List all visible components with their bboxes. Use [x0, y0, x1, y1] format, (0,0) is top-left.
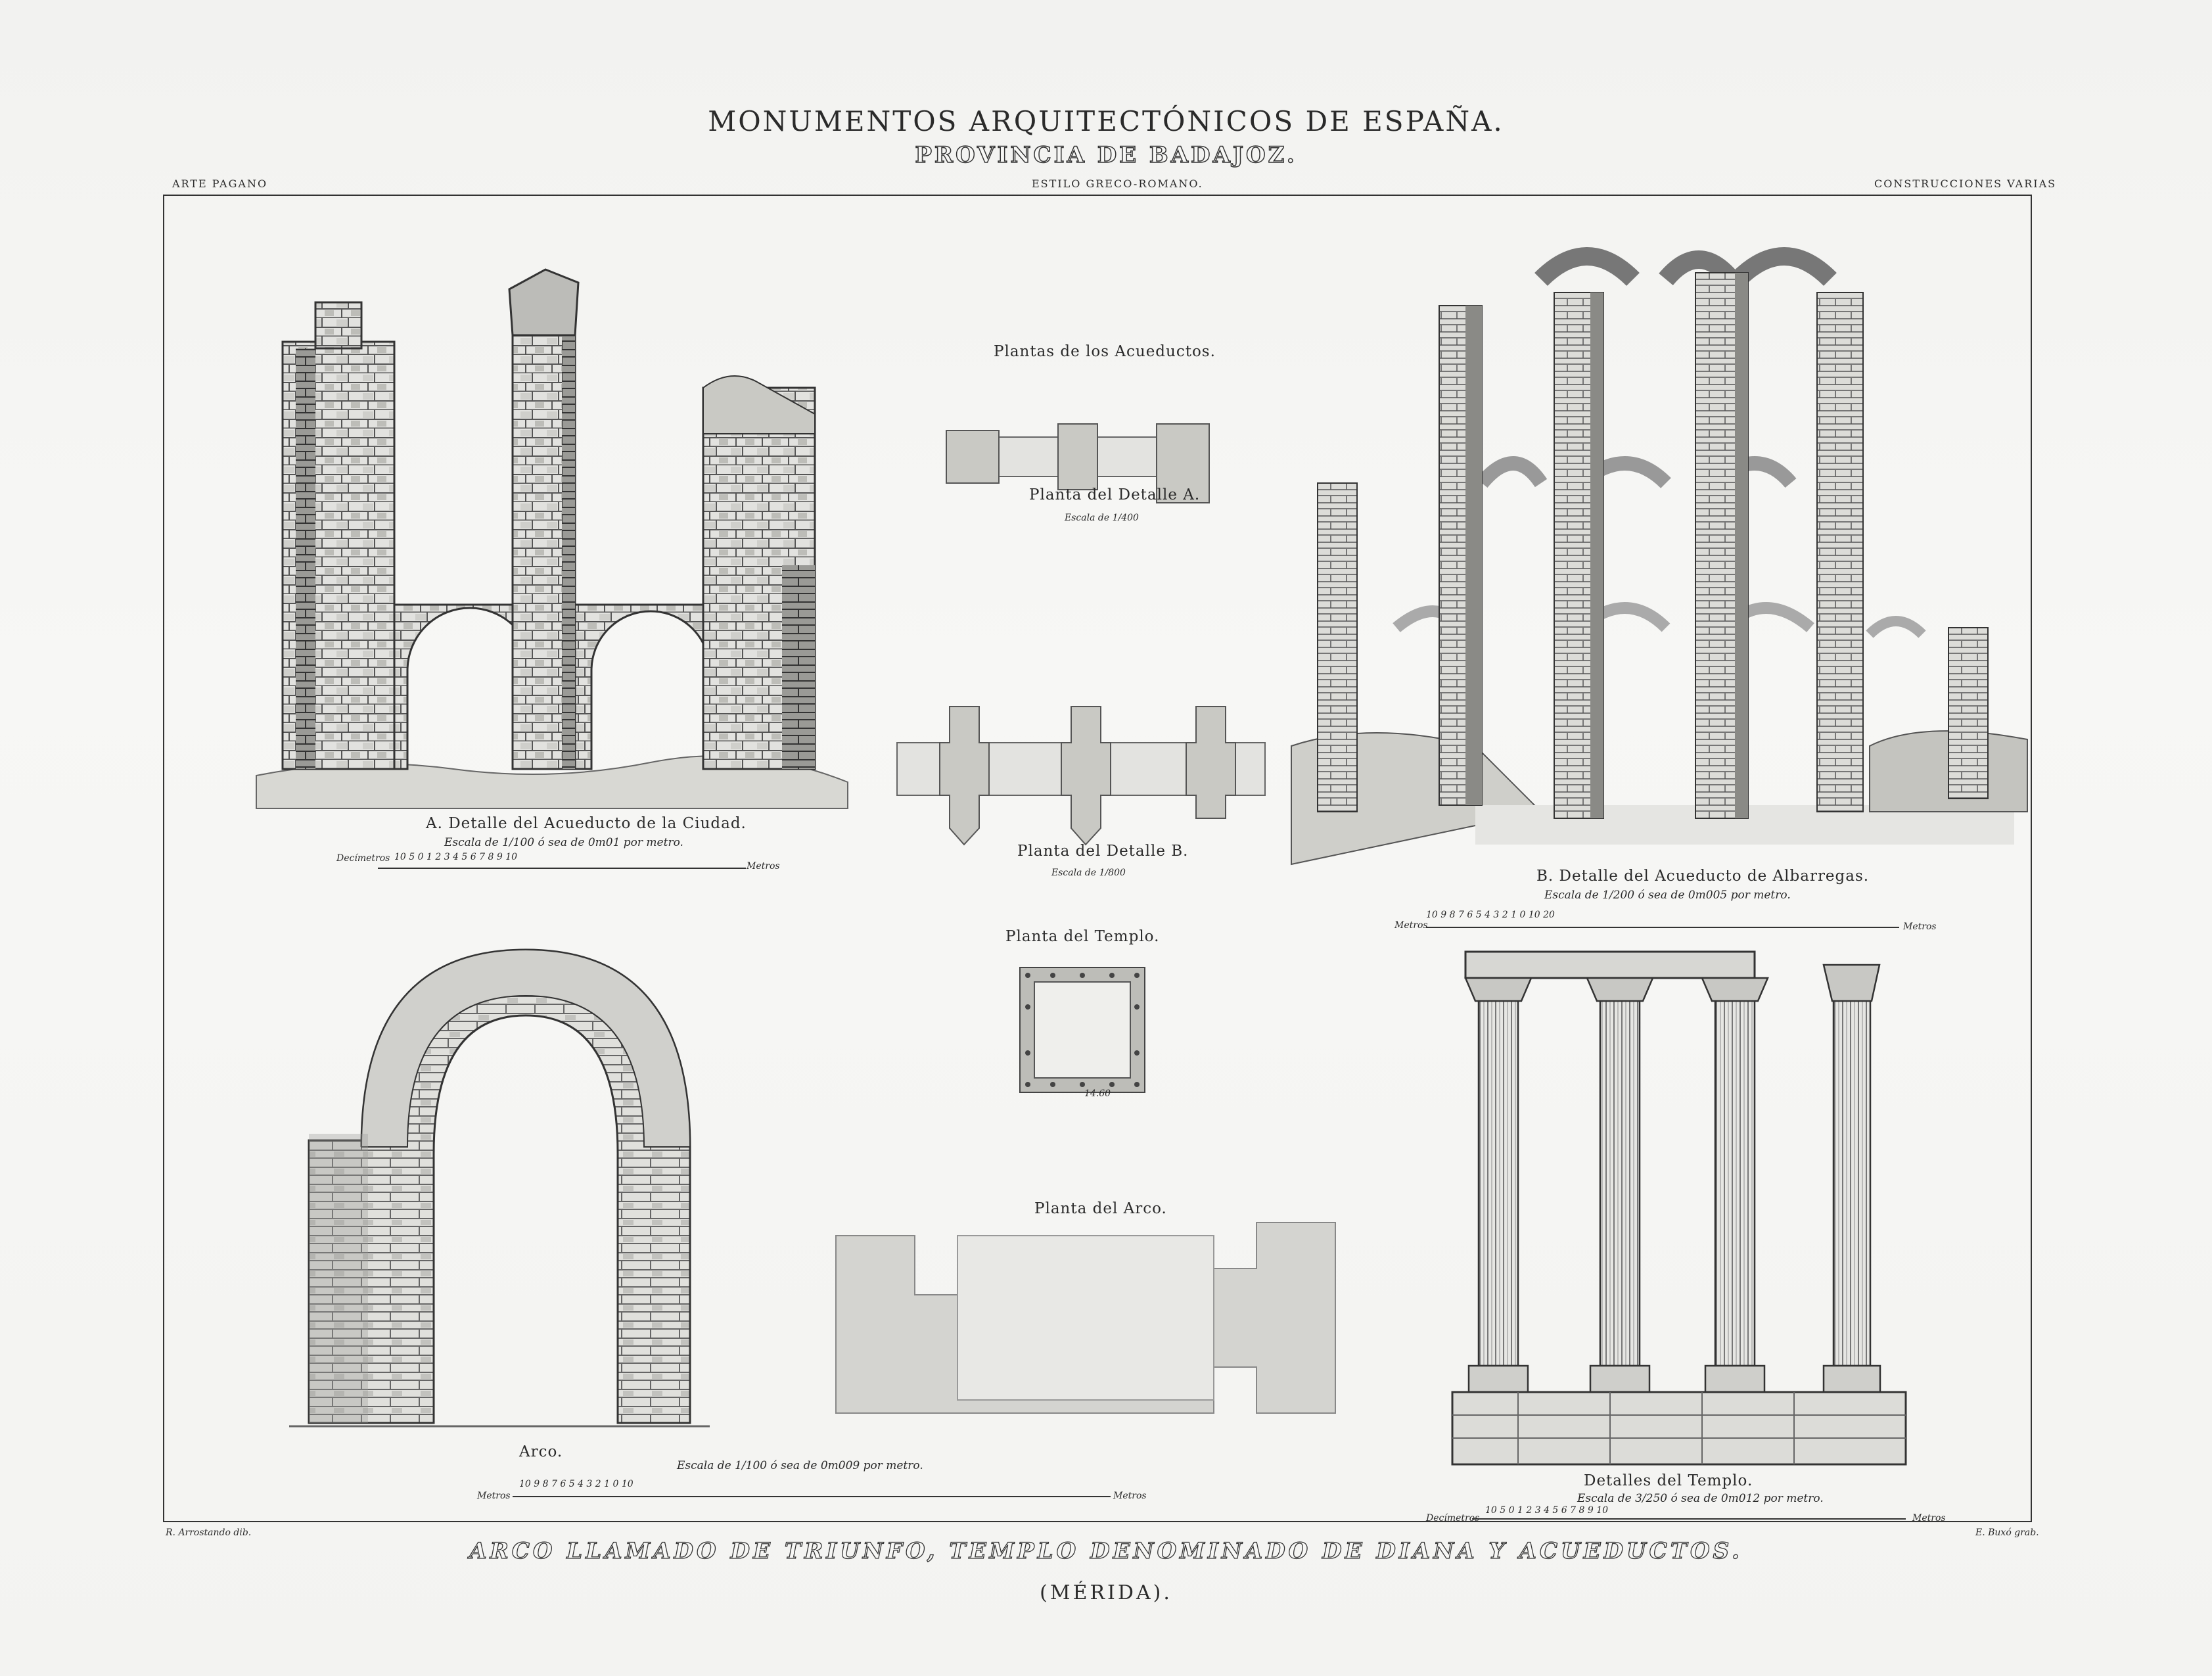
credit-draftsman: R. Arrostando dib. [166, 1527, 252, 1538]
figure-b-scale-bar [1426, 927, 1899, 928]
arch-scale-bar [513, 1496, 1111, 1497]
plate-title: MONUMENTOS ARQUITECTÓNICOS DE ESPAÑA. [708, 105, 1504, 137]
arch-plan-caption: Planta del Arco. [1034, 1200, 1167, 1217]
plan-detail-a [946, 423, 1210, 503]
plate-footer-title: ARCO LLAMADO DE TRIUNFO, TEMPLO DENOMINA… [469, 1537, 1743, 1564]
arch-scale: Escala de 1/100 ó sea de 0m009 por metro… [677, 1459, 923, 1472]
figure-b-caption: B. Detalle del Acueducto de Albarregas. [1536, 868, 1870, 885]
arch-caption: Arco. [519, 1443, 563, 1460]
arch-bar-left: Metros [477, 1491, 511, 1501]
header-center-label: ESTILO GRECO-ROMANO. [1032, 177, 1203, 190]
figure-b-bar-ticks: 10 9 8 7 6 5 4 3 2 1 0 10 20 [1426, 910, 1555, 920]
credit-engraver: E. Buxó grab. [1975, 1527, 2039, 1538]
figure-a-bar-left: Decímetros [336, 853, 390, 864]
temple-scale-bar [1472, 1518, 1906, 1520]
arch-plan-drawing [835, 1222, 1336, 1414]
plan-detail-b-caption: Planta del Detalle B. [1017, 843, 1189, 860]
temple-scale: Escala de 3/250 ó sea de 0m012 por metro… [1577, 1492, 1824, 1505]
temple-caption: Detalles del Templo. [1584, 1472, 1753, 1489]
temple-drawing [1451, 950, 1907, 1466]
header-left-label: ARTE PAGANO [172, 177, 268, 190]
plate-subtitle: PROVINCIA DE BADAJOZ. [915, 141, 1297, 169]
figure-b-bar-right: Metros [1903, 921, 1937, 932]
plan-detail-b-scale: Escala de 1/800 [1051, 868, 1126, 878]
temple-plan-caption: Planta del Templo. [1005, 928, 1160, 945]
arch-bar-ticks: 10 9 8 7 6 5 4 3 2 1 0 10 [519, 1479, 634, 1489]
plans-heading: Plantas de los Acueductos. [994, 343, 1216, 360]
figure-a-bar-ticks: 10 5 0 1 2 3 4 5 6 7 8 9 10 [394, 852, 518, 862]
temple-plan-dimension: 14.60 [1084, 1088, 1111, 1099]
plate-border [163, 195, 2032, 1522]
plan-detail-b [896, 706, 1266, 846]
figure-a-scale: Escala de 1/100 ó sea de 0m01 por metro. [444, 836, 683, 849]
arch-drawing [289, 948, 710, 1428]
temple-plan-drawing [1019, 967, 1145, 1093]
aqueduct-albarregas-drawing [1291, 247, 2028, 866]
plate-footer-place: (MÉRIDA). [1040, 1581, 1172, 1604]
plan-detail-a-caption: Planta del Detalle A. [1029, 486, 1201, 503]
temple-bar-right: Metros [1912, 1513, 1946, 1524]
plan-detail-a-scale: Escala de 1/400 [1065, 513, 1139, 523]
figure-b-scale: Escala de 1/200 ó sea de 0m005 por metro… [1544, 889, 1791, 902]
temple-bar-left: Decímetros [1426, 1513, 1480, 1524]
figure-b-bar-left: Metros [1394, 920, 1428, 931]
arch-bar-right: Metros [1113, 1491, 1147, 1501]
figure-a-scale-bar [378, 868, 746, 869]
figure-a-caption: A. Detalle del Acueducto de la Ciudad. [426, 815, 747, 832]
aqueduct-city-drawing [256, 268, 848, 809]
header-right-label: CONSTRUCCIONES VARIAS [1874, 177, 2057, 190]
temple-bar-ticks: 10 5 0 1 2 3 4 5 6 7 8 9 10 [1485, 1505, 1609, 1516]
figure-a-bar-right: Metros [747, 861, 780, 872]
